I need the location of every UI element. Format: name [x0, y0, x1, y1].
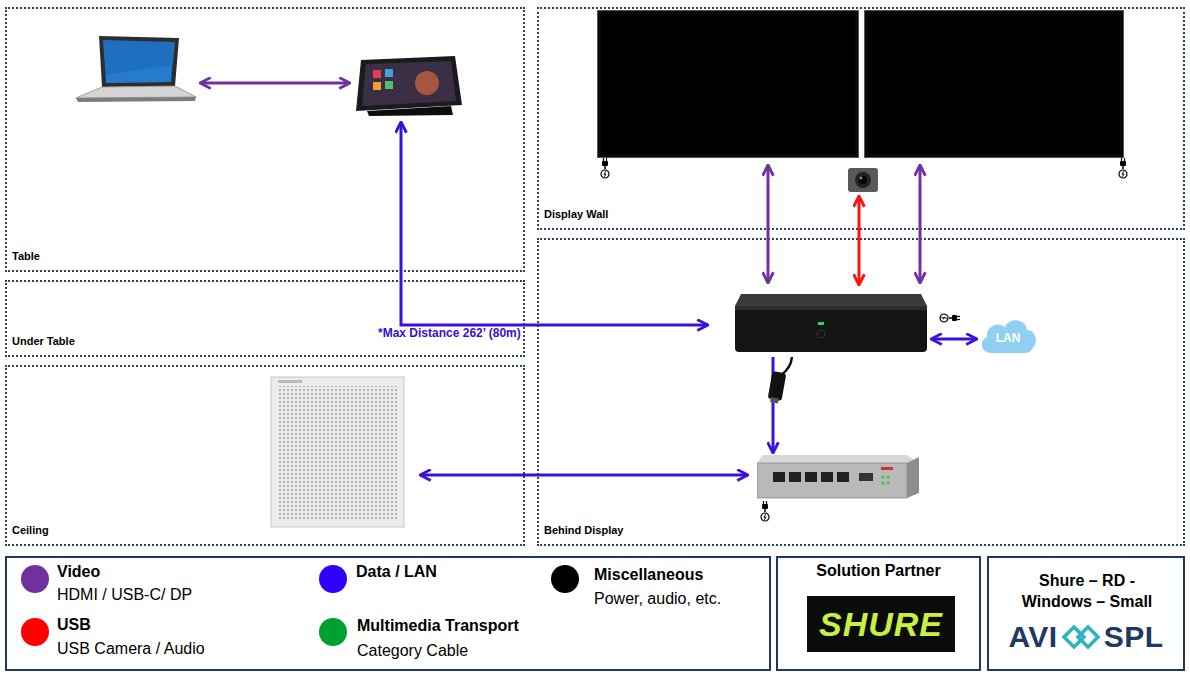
zone-label: Under Table [12, 335, 75, 347]
connector-arrow [858, 197, 861, 284]
power-icon [1119, 158, 1127, 178]
connector-arrow [919, 166, 922, 282]
logo-symbol [1061, 624, 1101, 650]
power-icon [940, 314, 960, 322]
legend-text: Data / LAN [356, 563, 437, 581]
legend-text: Video [57, 563, 100, 581]
connector-arrow [932, 338, 976, 341]
box-title: Solution Partner [778, 562, 979, 580]
usb-camera [847, 167, 879, 193]
audio-processor [735, 292, 927, 356]
zone-box: LAN Behind Display [537, 238, 1185, 546]
legend-swatch [21, 565, 49, 593]
legend-swatch [319, 565, 347, 593]
zone-box: Table [5, 7, 525, 272]
legend-description: USB Camera / Audio [57, 640, 205, 658]
legend-swatch [319, 618, 347, 646]
legend-text: Multimedia Transport [357, 617, 519, 635]
legend-text: Miscellaneous [594, 566, 703, 584]
laptop [75, 35, 197, 103]
logo-text: AVI [1008, 620, 1057, 654]
lan-cloud: LAN [978, 313, 1038, 357]
legend-swatch [551, 565, 579, 593]
connector-arrow [767, 166, 770, 282]
connector-arrow [201, 82, 349, 85]
power-icon [761, 501, 769, 521]
connector-arrow [772, 357, 775, 452]
legend-description: Category Cable [357, 642, 468, 660]
partner-box: Solution PartnerSHURE [776, 556, 981, 671]
display [864, 10, 1124, 158]
connector-arrow [401, 123, 707, 325]
power-icon [601, 158, 609, 178]
zone-label: Ceiling [12, 524, 49, 536]
display [597, 10, 859, 158]
brand-logo: AVI SPL [989, 620, 1183, 654]
touch-panel [355, 55, 463, 117]
brand-box: Shure – RD - Windows – SmallAVI SPL [987, 556, 1185, 671]
network-switch [757, 455, 919, 500]
connector-arrow [421, 474, 747, 477]
zone-label: Behind Display [544, 524, 623, 536]
distance-note: *Max Distance 262’ (80m) [378, 326, 521, 340]
usb-dongle [768, 357, 792, 403]
legend-description: HDMI / USB-C/ DP [57, 586, 192, 604]
legend-description: Power, audio, etc. [594, 590, 721, 608]
legend-swatch [21, 618, 49, 646]
logo-text: SPL [1104, 620, 1164, 654]
brand-logo: SHURE [807, 596, 955, 652]
cloud-label: LAN [978, 331, 1038, 345]
zone-label: Table [12, 250, 40, 262]
box-title: Shure – RD - Windows – Small [1011, 570, 1163, 612]
zone-box: Display Wall [537, 7, 1185, 230]
zone-box: Under Table [5, 280, 525, 357]
zone-label: Display Wall [544, 208, 608, 220]
legend-text: USB [57, 616, 91, 634]
zone-box: Ceiling [5, 365, 525, 546]
ceiling-microphone [270, 376, 405, 528]
